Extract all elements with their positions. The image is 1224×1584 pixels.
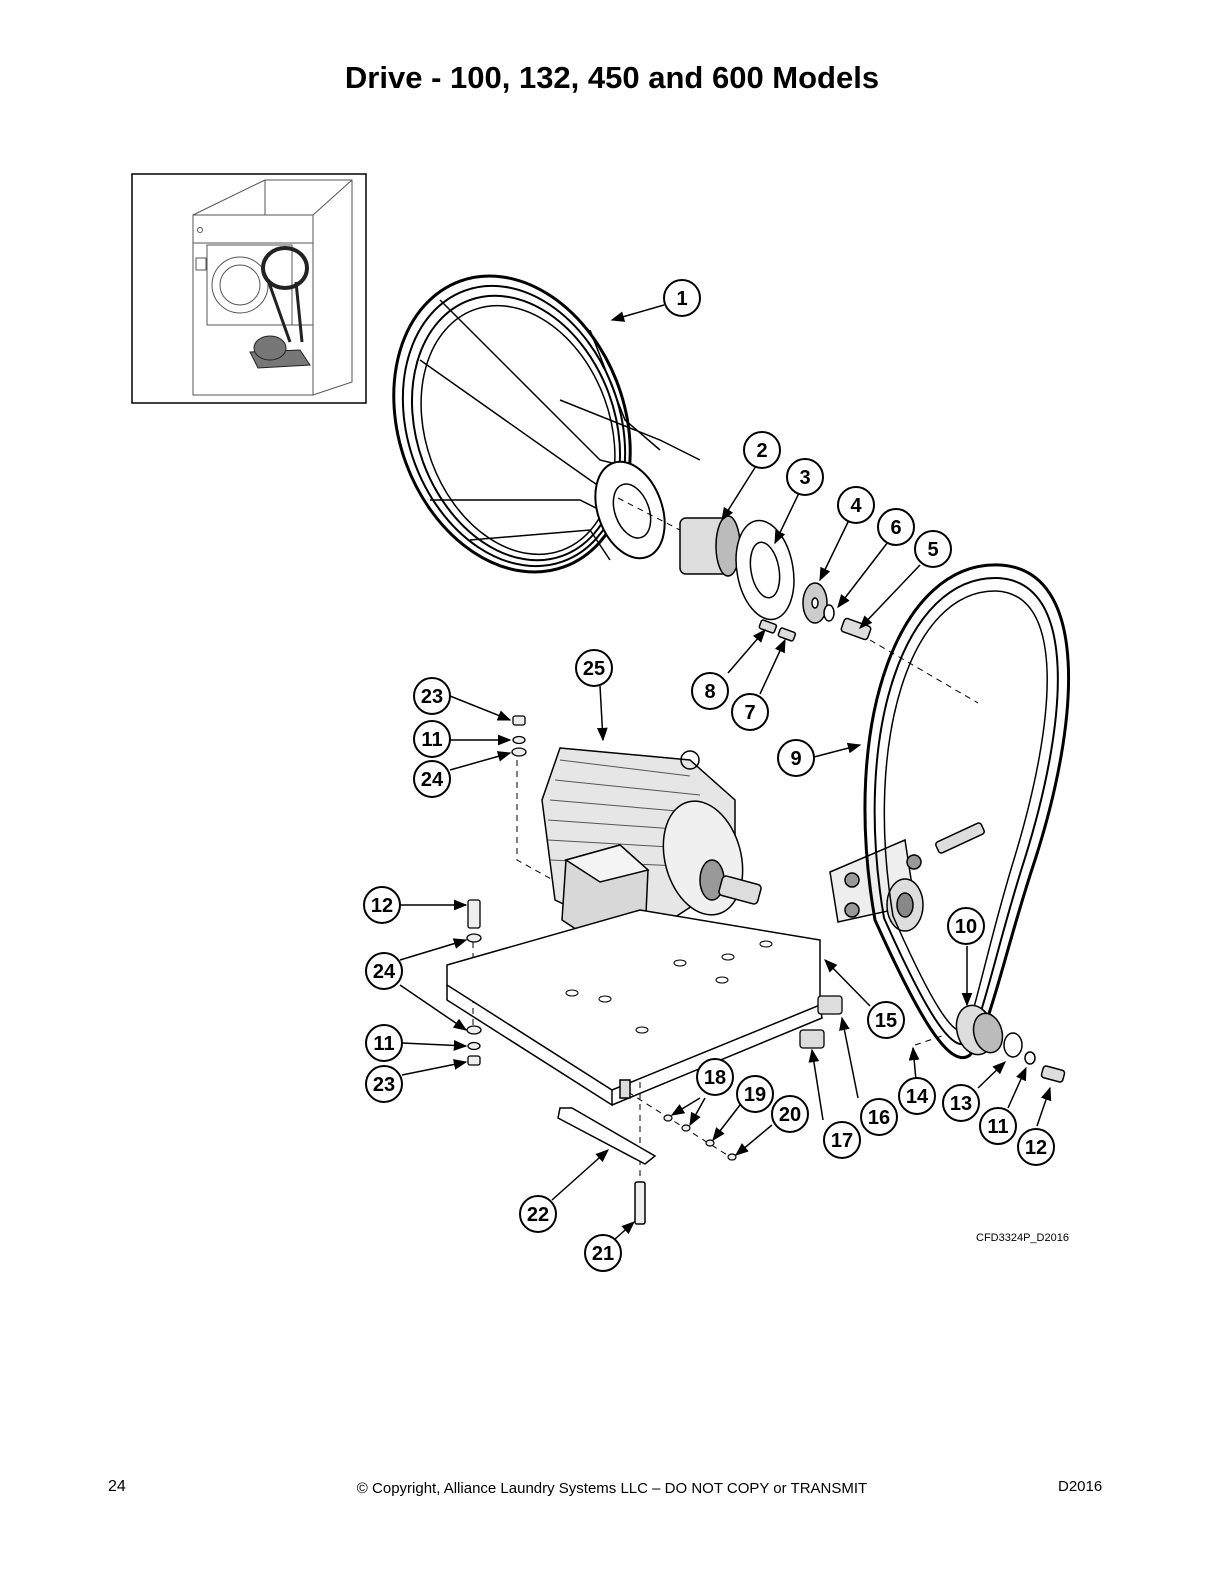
cord-grips [799, 995, 843, 1049]
callout-leaders [399, 304, 1052, 1241]
callout-23-top: 23 [413, 677, 451, 715]
callout-17: 17 [823, 1121, 861, 1159]
callout-16: 16 [860, 1098, 898, 1136]
callout-12-left: 12 [363, 886, 401, 924]
svg-text:10: 10 [955, 916, 977, 938]
callout-1: 1 [663, 279, 701, 317]
callout-19: 19 [736, 1075, 774, 1113]
drawing-code: CFD3324P_D2016 [976, 1232, 1069, 1244]
svg-text:8: 8 [704, 681, 715, 703]
page-number: 24 [108, 1478, 126, 1495]
svg-text:16: 16 [868, 1107, 890, 1129]
svg-text:23: 23 [421, 686, 443, 708]
callout-11-left: 11 [365, 1024, 403, 1062]
page-title: Drive - 100, 132, 450 and 600 Models [344, 60, 880, 95]
svg-text:17: 17 [831, 1130, 853, 1152]
callout-24-top: 24 [413, 760, 451, 798]
svg-text:24: 24 [421, 769, 444, 791]
callout-11-top: 11 [413, 720, 451, 758]
svg-text:20: 20 [779, 1104, 801, 1126]
svg-text:7: 7 [744, 702, 755, 724]
ground-strap [557, 1107, 657, 1225]
svg-text:22: 22 [527, 1204, 549, 1226]
svg-text:1: 1 [676, 288, 687, 310]
callout-2: 2 [743, 431, 781, 469]
svg-text:9: 9 [790, 748, 801, 770]
copyright-notice: © Copyright, Alliance Laundry Systems LL… [356, 1480, 868, 1497]
callout-9: 9 [777, 739, 815, 777]
svg-text:3: 3 [799, 467, 810, 489]
hub-assembly [679, 515, 872, 642]
terminal-fasteners [663, 1114, 737, 1161]
drive-pulley [392, 274, 701, 574]
document-code: D2016 [1058, 1478, 1103, 1495]
svg-text:23: 23 [373, 1074, 395, 1096]
svg-text:12: 12 [371, 895, 393, 917]
callout-8: 8 [691, 672, 729, 710]
callout-7: 7 [731, 693, 769, 731]
svg-text:19: 19 [744, 1084, 766, 1106]
callout-25: 25 [575, 649, 613, 687]
locator-inset [131, 173, 367, 404]
svg-text:18: 18 [704, 1067, 726, 1089]
svg-text:6: 6 [890, 517, 901, 539]
callout-21: 21 [584, 1234, 622, 1272]
svg-text:21: 21 [592, 1243, 614, 1265]
idler-bracket [829, 822, 985, 932]
svg-text:11: 11 [373, 1033, 394, 1055]
callout-11-right: 11 [979, 1107, 1017, 1145]
callout-12-right: 12 [1017, 1128, 1055, 1166]
callout-15: 15 [867, 1001, 905, 1039]
svg-text:11: 11 [421, 729, 442, 751]
svg-text:24: 24 [373, 961, 396, 983]
svg-text:15: 15 [875, 1010, 897, 1032]
callout-10: 10 [947, 907, 985, 945]
svg-text:2: 2 [756, 440, 767, 462]
motor-pulley [955, 1004, 1066, 1083]
svg-text:4: 4 [850, 495, 862, 517]
svg-text:14: 14 [906, 1086, 929, 1108]
callout-18: 18 [696, 1058, 734, 1096]
base-mounting-hardware [466, 715, 527, 1066]
callout-22: 22 [519, 1195, 557, 1233]
svg-text:13: 13 [950, 1093, 972, 1115]
motor-base-plate [446, 909, 823, 1107]
callout-4: 4 [837, 486, 875, 524]
callout-14: 14 [898, 1077, 936, 1115]
callout-20: 20 [771, 1095, 809, 1133]
callout-3: 3 [786, 458, 824, 496]
callout-5: 5 [914, 530, 952, 568]
callout-24-bottom: 24 [365, 952, 403, 990]
callout-bubbles: 1 2 3 4 6 5 25 8 7 23 11 24 9 12 10 24 1… [363, 279, 1055, 1272]
svg-text:5: 5 [927, 539, 938, 561]
callout-23-bottom: 23 [365, 1065, 403, 1103]
svg-text:25: 25 [583, 658, 605, 680]
svg-text:12: 12 [1025, 1137, 1047, 1159]
svg-text:11: 11 [987, 1116, 1008, 1138]
callout-6: 6 [877, 508, 915, 546]
callout-13: 13 [942, 1084, 980, 1122]
